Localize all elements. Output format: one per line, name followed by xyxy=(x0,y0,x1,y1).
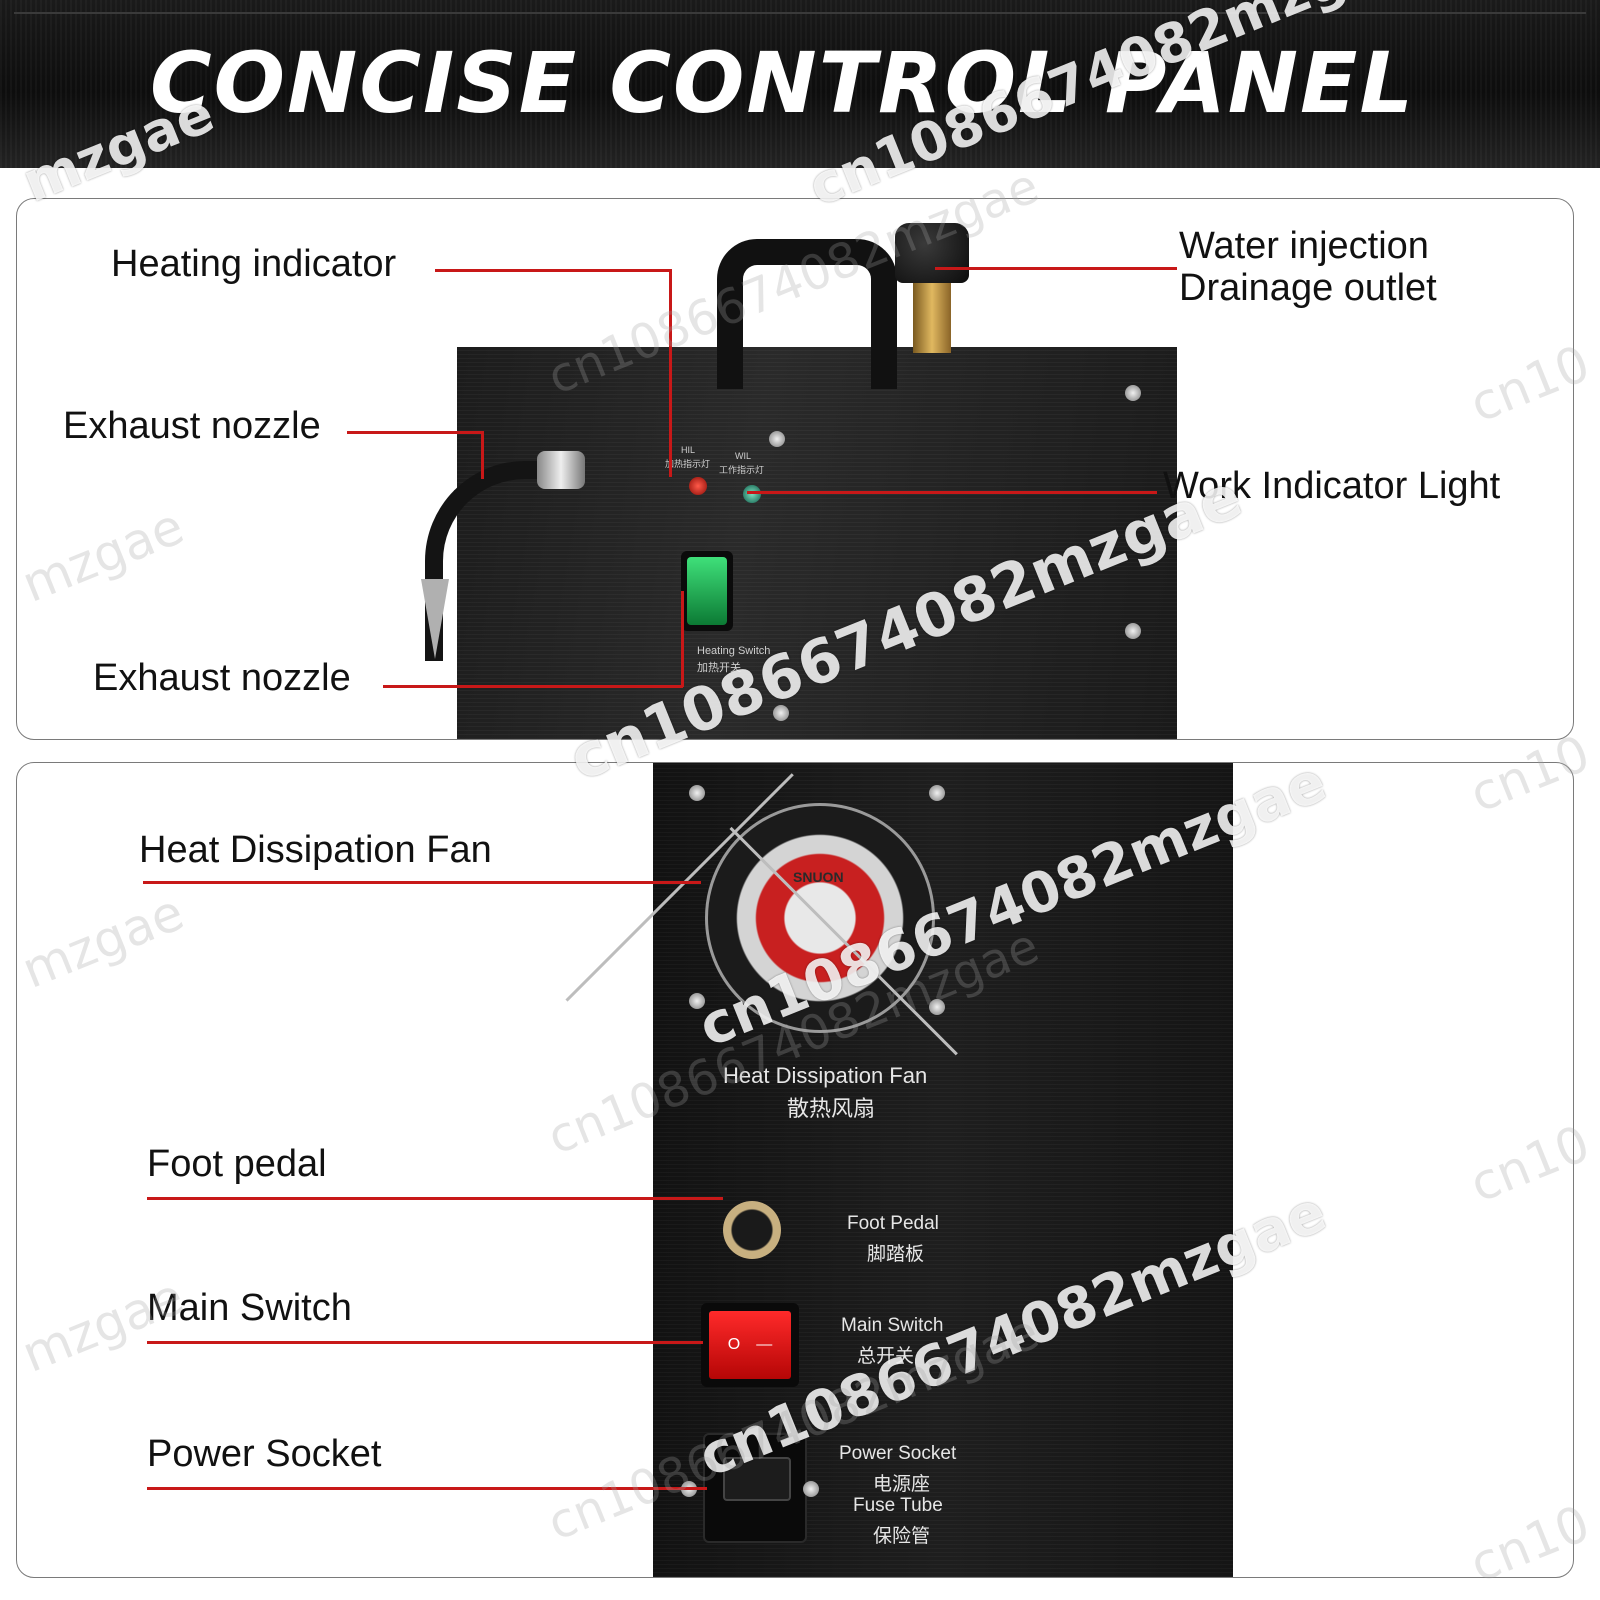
callout-line xyxy=(143,881,701,884)
main-switch-panel-text: Main Switch xyxy=(841,1315,944,1336)
bottom-panel: SNUON Heat Dissipation Fan 散热风扇 Foot Ped… xyxy=(16,762,1574,1578)
heating-indicator-led xyxy=(689,477,707,495)
banner: CONCISE CONTROL PANEL xyxy=(0,0,1600,168)
callout-line xyxy=(147,1487,707,1490)
switch-on-mark: O xyxy=(727,1336,741,1353)
fuse-tube-panel-text-cn: 保险管 xyxy=(873,1526,931,1547)
callout-line xyxy=(147,1197,723,1200)
foot-pedal-panel-text: Foot Pedal xyxy=(847,1213,939,1234)
banner-rule xyxy=(14,12,1586,14)
callout-line xyxy=(383,685,683,688)
callout-line xyxy=(147,1341,703,1344)
callout-line xyxy=(935,267,1177,270)
brass-valve xyxy=(913,283,951,353)
machine-front-image xyxy=(457,347,1177,739)
screw-icon xyxy=(803,1481,819,1497)
screw-icon xyxy=(929,999,945,1015)
hil-text-cn: 加热指示灯 xyxy=(665,459,711,469)
banner-title: CONCISE CONTROL PANEL xyxy=(150,34,1415,132)
hose-fitting xyxy=(537,451,585,489)
main-switch-face: O — xyxy=(709,1311,791,1379)
nozzle-tip xyxy=(421,579,449,659)
wil-text-cn: 工作指示灯 xyxy=(719,465,765,475)
callout-line xyxy=(347,431,483,434)
fan-panel-text-cn: 散热风扇 xyxy=(787,1096,876,1121)
top-panel: HIL 加热指示灯 WIL 工作指示灯 Heating Switch 加热开关 … xyxy=(16,198,1574,740)
main-switch-label: Main Switch xyxy=(147,1287,352,1329)
power-socket[interactable] xyxy=(703,1433,807,1543)
work-indicator-label: Work Indicator Light xyxy=(1163,465,1501,507)
exhaust-nozzle-label-lower: Exhaust nozzle xyxy=(93,657,351,699)
screw-icon xyxy=(929,785,945,801)
fan-label: Heat Dissipation Fan xyxy=(139,829,492,871)
power-socket-inlet xyxy=(723,1457,791,1501)
screw-icon xyxy=(689,785,705,801)
screw-icon xyxy=(773,705,789,721)
screw-icon xyxy=(769,431,785,447)
fan-brand: SNUON xyxy=(793,869,844,885)
callout-line xyxy=(747,491,1157,494)
screw-icon xyxy=(1125,623,1141,639)
power-socket-panel-text-cn: 电源座 xyxy=(873,1474,931,1495)
fuse-tube-panel-text: Fuse Tube xyxy=(853,1495,943,1516)
heating-switch-text: Heating Switch xyxy=(697,645,771,657)
callout-line xyxy=(669,269,672,477)
foot-pedal-panel-text-cn: 脚踏板 xyxy=(867,1244,925,1265)
fan-panel-text: Heat Dissipation Fan xyxy=(723,1063,928,1088)
water-injection-label: Water injection xyxy=(1179,225,1429,267)
main-switch[interactable]: O — xyxy=(701,1303,799,1387)
wil-text: WIL xyxy=(735,451,752,461)
callout-line xyxy=(481,431,484,479)
screw-icon xyxy=(1125,385,1141,401)
exhaust-nozzle-label-upper: Exhaust nozzle xyxy=(63,405,321,447)
callout-line xyxy=(681,591,684,687)
water-cap-knob xyxy=(895,223,969,283)
power-socket-panel-text: Power Socket xyxy=(839,1443,957,1464)
hil-text: HIL xyxy=(681,445,696,455)
heating-switch-face xyxy=(687,557,727,625)
heating-switch[interactable] xyxy=(681,551,733,631)
foot-pedal-jack[interactable] xyxy=(723,1201,781,1259)
work-indicator-led xyxy=(743,485,761,503)
heating-switch-text-cn: 加热开关 xyxy=(697,662,741,674)
heating-indicator-label: Heating indicator xyxy=(111,243,397,285)
power-socket-label: Power Socket xyxy=(147,1433,382,1475)
machine-handle xyxy=(717,239,897,389)
screw-icon xyxy=(689,993,705,1009)
drainage-outlet-label: Drainage outlet xyxy=(1179,267,1437,309)
main-switch-panel-text-cn: 总开关 xyxy=(857,1346,915,1367)
callout-line xyxy=(435,269,671,272)
foot-pedal-label: Foot pedal xyxy=(147,1143,327,1185)
switch-off-mark: — xyxy=(756,1336,773,1353)
